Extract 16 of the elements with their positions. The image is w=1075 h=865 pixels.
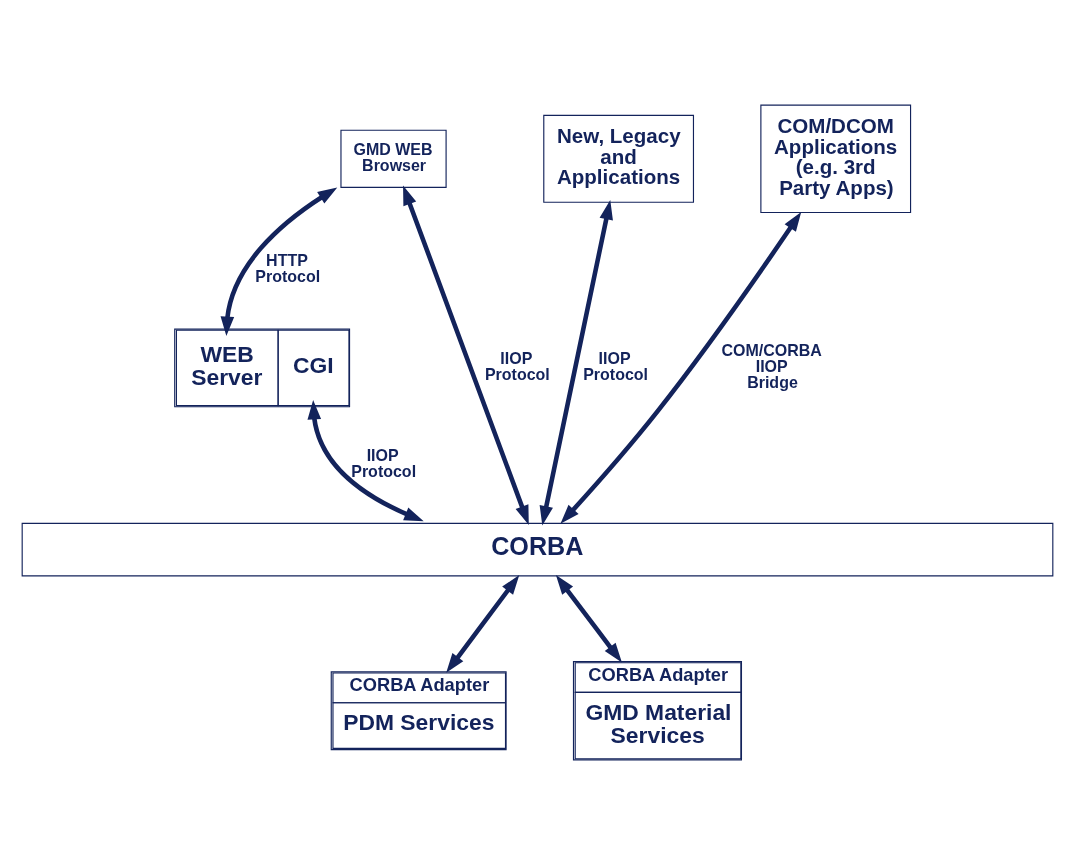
edge-label: IIOP Protocol: [583, 349, 649, 383]
arrow: [446, 575, 520, 673]
edge-label: HTTP Protocol: [255, 252, 321, 286]
arrow: [560, 211, 802, 524]
arrow: [555, 575, 622, 663]
arrow: [307, 399, 424, 522]
edge-label: COM/CORBA IIOP Bridge: [721, 341, 822, 391]
node-box: GMD WEB Browser: [340, 129, 447, 188]
arrow: [403, 185, 529, 525]
arrow: [220, 187, 338, 336]
edge-label: IIOP Protocol: [484, 349, 550, 383]
node-box: COM/DCOM Applications (e.g. 3rd Party Apps): [760, 104, 912, 214]
arrow: [539, 200, 613, 526]
node-box: CORBA: [21, 522, 1054, 577]
node-box: New, Legacy and Applications: [543, 114, 695, 203]
edge-label: IIOP Protocol: [351, 446, 417, 480]
